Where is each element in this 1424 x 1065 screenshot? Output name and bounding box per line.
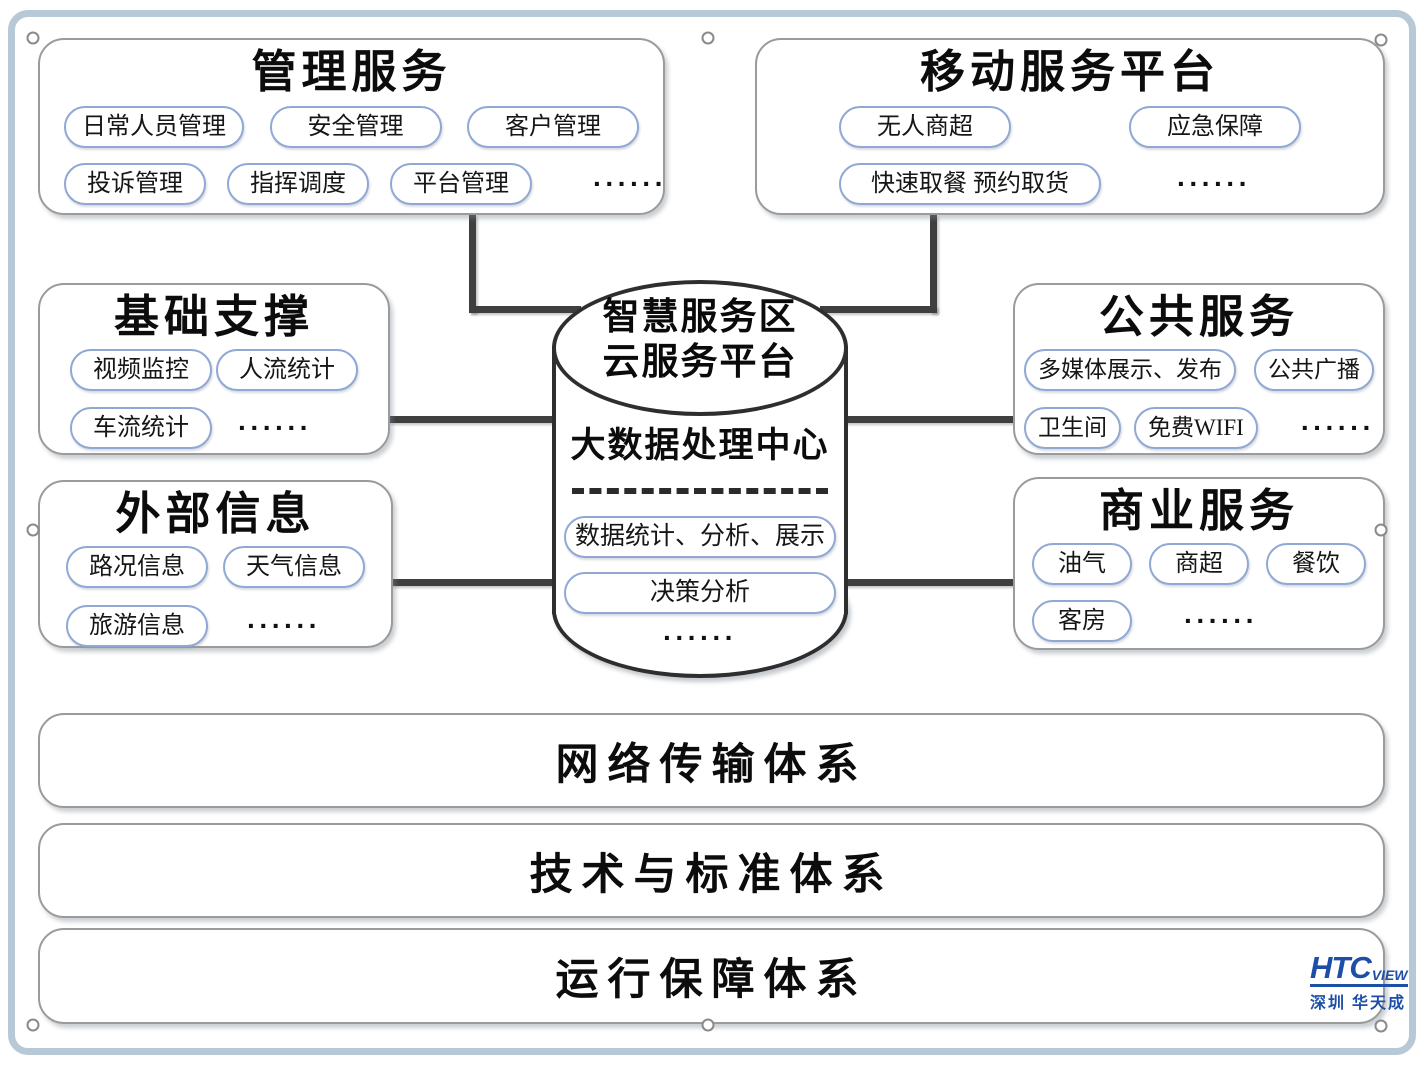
- technology-standards-label: 技术与标准体系: [529, 851, 894, 899]
- feature-pill: 人流统计: [216, 349, 358, 391]
- ellipsis-dots: ······: [1177, 168, 1251, 199]
- pill-row: 日常人员管理 安全管理 客户管理: [64, 106, 639, 148]
- feature-pill: 视频监控: [70, 349, 212, 391]
- feature-pill: 数据统计、分析、展示: [564, 516, 836, 558]
- feature-pill: 车流统计: [70, 407, 212, 449]
- business-services-box: 商业服务 油气 商超 餐饮 客房 ······: [1013, 477, 1385, 650]
- cloud-platform-cylinder-top: [552, 280, 848, 416]
- pill-row: 路况信息 天气信息: [66, 546, 365, 588]
- cloud-platform-title-line2: 云服务平台: [602, 341, 798, 382]
- connector-line: [838, 416, 1015, 423]
- feature-pill: 指挥调度: [227, 163, 369, 205]
- feature-pill: 安全管理: [269, 106, 442, 148]
- logo-brand-suffix: VIEW: [1371, 967, 1408, 983]
- ellipsis-dots: ······: [1300, 412, 1375, 443]
- selection-handle: [1374, 1019, 1388, 1033]
- big-data-center-label: 大数据处理中心: [570, 426, 830, 465]
- dashed-divider: [572, 488, 828, 494]
- external-information-box: 外部信息 路况信息 天气信息 旅游信息 ······: [38, 480, 393, 648]
- selection-handle: [26, 1018, 40, 1032]
- feature-pill: 决策分析: [564, 572, 836, 614]
- connector-line: [820, 306, 937, 313]
- feature-pill: 平台管理: [390, 163, 532, 205]
- pill-row: 投诉管理 指挥调度 平台管理 ······: [64, 163, 664, 205]
- feature-pill: 公共广播: [1254, 349, 1374, 391]
- ellipsis-dots: ······: [663, 622, 737, 653]
- logo-subtitle: 深圳 华天成: [1310, 995, 1407, 1012]
- cloud-platform-cylinder: 智慧服务区 云服务平台 大数据处理中心 数据统计、分析、展示 决策分析 ····…: [552, 294, 848, 652]
- management-services-box: 管理服务 日常人员管理 安全管理 客户管理 投诉管理 指挥调度 平台管理 ···…: [38, 38, 665, 215]
- management-services-title: 管理服务: [251, 46, 452, 97]
- selection-handle: [701, 31, 715, 45]
- ellipsis-dots: ······: [593, 168, 667, 199]
- pill-row: 快速取餐 预约取货 ······: [839, 163, 1301, 205]
- pill-row: 视频监控 人流统计: [70, 349, 358, 391]
- basic-support-box: 基础支撑 视频监控 人流统计 车流统计 ······: [38, 283, 390, 455]
- feature-pill: 免费WIFI: [1134, 407, 1258, 449]
- selection-handle: [26, 31, 40, 45]
- feature-pill: 客房: [1032, 600, 1132, 642]
- selection-handle: [26, 523, 40, 537]
- connector-line: [930, 215, 937, 313]
- pill-row: 客房 ······: [1032, 600, 1366, 642]
- feature-pill: 餐饮: [1266, 543, 1366, 585]
- operation-support-label: 运行保障体系: [555, 957, 868, 1004]
- feature-pill: 日常人员管理: [64, 106, 244, 148]
- network-transmission-bar: 网络传输体系: [38, 713, 1385, 808]
- ellipsis-dots: ······: [238, 412, 312, 443]
- connector-line: [391, 579, 564, 586]
- feature-pill: 客户管理: [467, 106, 639, 148]
- selection-handle: [1374, 523, 1388, 537]
- external-information-title: 外部信息: [115, 488, 316, 539]
- ellipsis-dots: ······: [247, 610, 321, 641]
- feature-pill: 商超: [1149, 543, 1249, 585]
- basic-support-title: 基础支撑: [113, 291, 314, 342]
- technology-standards-bar: 技术与标准体系: [38, 823, 1385, 918]
- slide-border-frame: [8, 10, 1416, 1055]
- pill-row: 车流统计 ······: [70, 407, 358, 449]
- feature-pill: 路况信息: [66, 546, 208, 588]
- feature-pill: 油气: [1032, 543, 1132, 585]
- pill-row: 油气 商超 餐饮: [1032, 543, 1366, 585]
- feature-pill: 多媒体展示、发布: [1024, 349, 1236, 391]
- feature-pill: 天气信息: [223, 546, 365, 588]
- business-services-title: 商业服务: [1098, 485, 1299, 536]
- operation-support-bar: 运行保障体系: [38, 928, 1385, 1024]
- pill-row: 卫生间 免费WIFI ······: [1024, 407, 1374, 449]
- feature-pill: 无人商超: [839, 106, 1011, 148]
- network-transmission-label: 网络传输体系: [555, 741, 868, 789]
- connector-line: [469, 215, 476, 313]
- selection-handle: [701, 1018, 715, 1032]
- feature-pill: 应急保障: [1129, 106, 1301, 148]
- cloud-platform-title: 智慧服务区 云服务平台: [552, 294, 848, 384]
- pill-row: 旅游信息 ······: [66, 605, 365, 647]
- connector-line: [838, 579, 1015, 586]
- htcview-logo: HTC VIEW 深圳 华天成: [1310, 952, 1408, 1013]
- pill-row: 多媒体展示、发布 公共广播: [1024, 349, 1374, 391]
- public-services-title: 公共服务: [1098, 291, 1299, 342]
- feature-pill: 快速取餐 预约取货: [839, 163, 1101, 205]
- feature-pill: 卫生间: [1024, 407, 1121, 449]
- public-services-box: 公共服务 多媒体展示、发布 公共广播 卫生间 免费WIFI ······: [1013, 283, 1385, 455]
- logo-brand-text: HTC: [1310, 950, 1372, 985]
- cloud-platform-title-line1: 智慧服务区: [602, 296, 798, 337]
- pill-row: 无人商超 应急保障: [839, 106, 1301, 148]
- htcview-logo-wordmark: HTC VIEW: [1310, 952, 1408, 987]
- mobile-service-platform-title: 移动服务平台: [919, 46, 1220, 97]
- mobile-service-platform-box: 移动服务平台 无人商超 应急保障 快速取餐 预约取货 ······: [755, 38, 1385, 215]
- connector-line: [469, 306, 581, 313]
- connector-line: [388, 416, 564, 423]
- ellipsis-dots: ······: [1184, 605, 1258, 636]
- feature-pill: 投诉管理: [64, 163, 206, 205]
- feature-pill: 旅游信息: [66, 605, 208, 647]
- selection-handle: [1374, 33, 1388, 47]
